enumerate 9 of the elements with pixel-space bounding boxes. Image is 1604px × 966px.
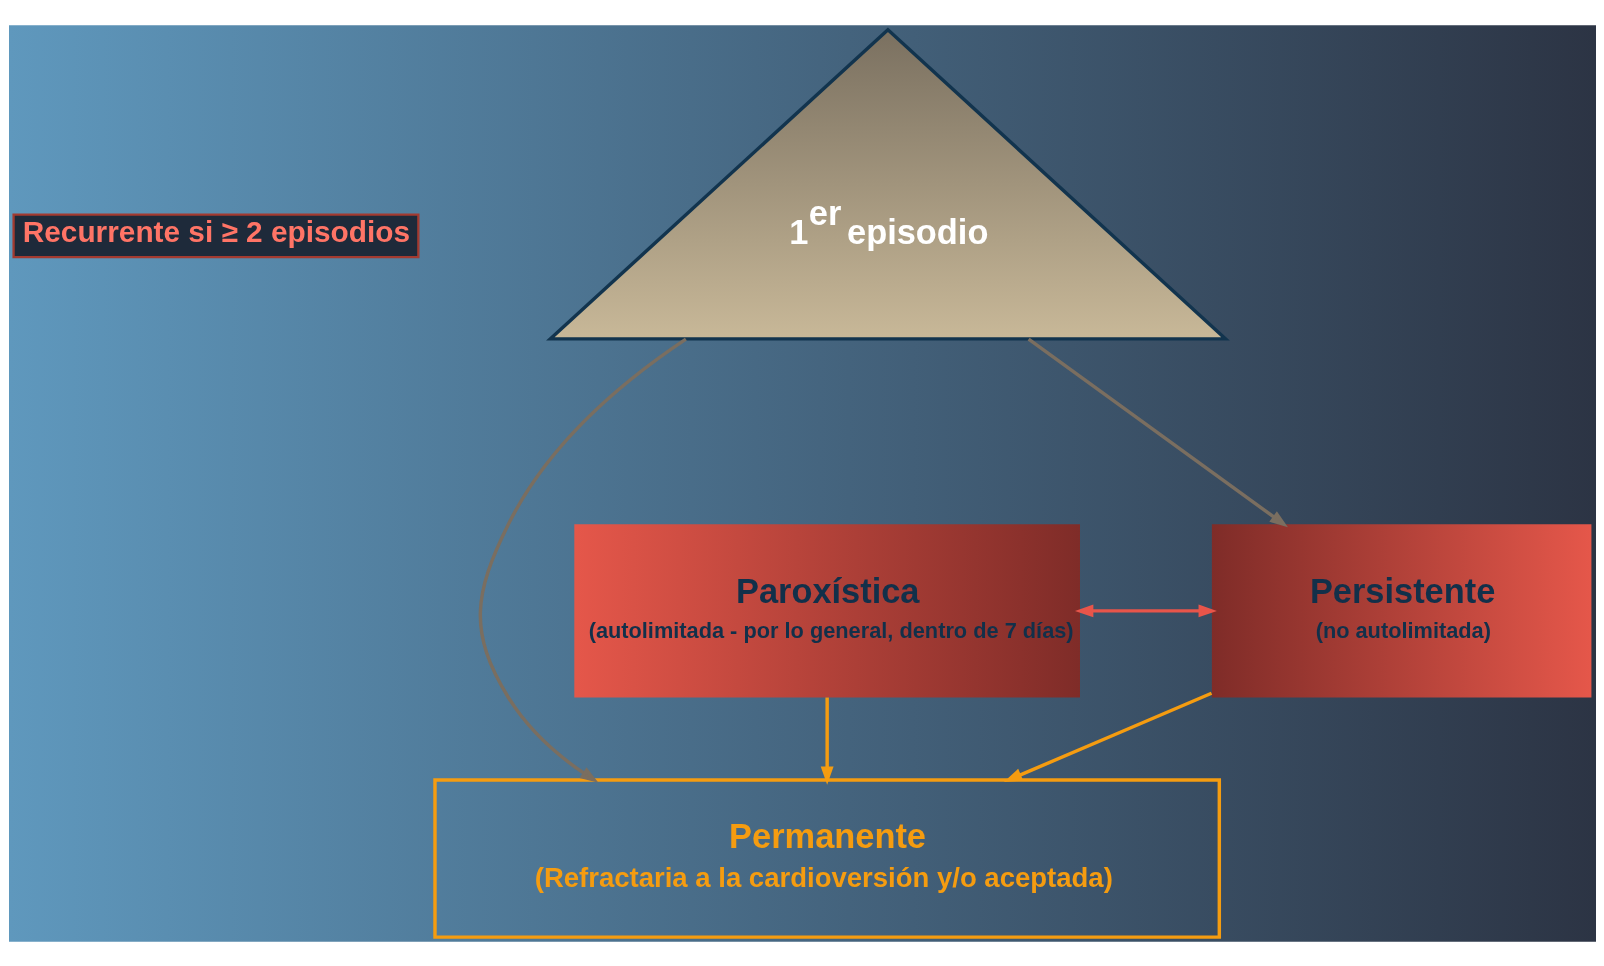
arrow bbox=[1003, 691, 1212, 782]
arrow bbox=[820, 697, 834, 785]
arrow bbox=[1074, 603, 1217, 617]
node-box: Persistente (no autolimitada) bbox=[1211, 523, 1591, 697]
node-box: Permanente (Refractaria a la cardioversión y/o aceptada) bbox=[432, 777, 1221, 939]
arrow bbox=[1027, 337, 1288, 527]
node-box: Paroxística (autolimitada - por lo general, dentro de 7 días) bbox=[573, 523, 1080, 697]
arrow bbox=[478, 337, 687, 783]
label: Recurrente si ≥ 2 episodios bbox=[22, 214, 410, 248]
